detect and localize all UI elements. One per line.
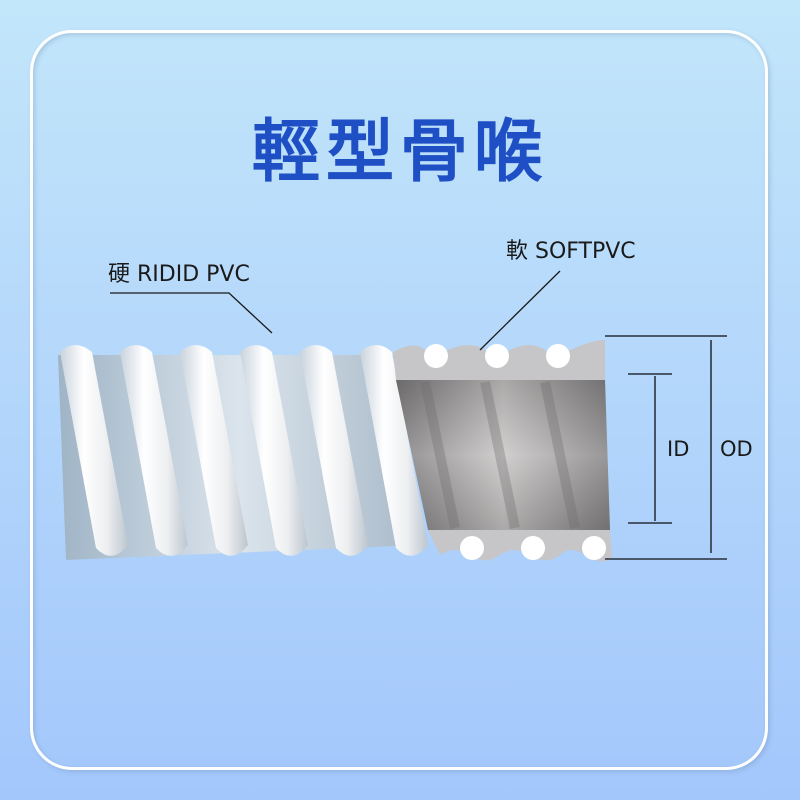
inner-diameter-label: ID (667, 437, 690, 461)
dimension-lines (605, 335, 727, 560)
soft-pvc-section (393, 340, 612, 562)
rigid-ribs (60, 345, 428, 556)
outer-diameter-label: OD (720, 437, 753, 461)
rigid-pvc-leader-line (110, 292, 273, 334)
page-title: 輕型骨喉 (251, 113, 548, 192)
rigid-pvc-label: 硬 RIDID PVC (108, 262, 250, 287)
leader-lines (110, 270, 561, 351)
soft-pvc-leader-line (479, 270, 561, 351)
soft-pvc-bead-circles (424, 344, 606, 560)
soft-pvc-label: 軟 SOFTPVC (506, 239, 636, 264)
rounded-frame (30, 30, 768, 770)
rigid-pvc-section (58, 345, 428, 560)
